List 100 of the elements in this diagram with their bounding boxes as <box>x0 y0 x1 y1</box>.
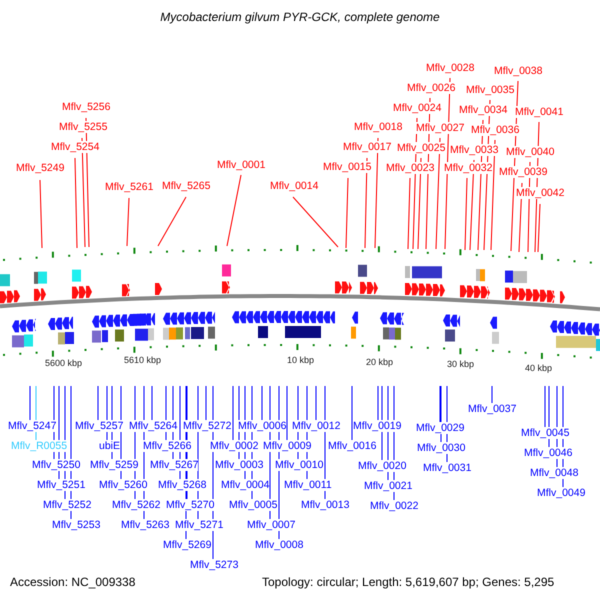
gene-label: Mflv_0004 <box>221 479 270 491</box>
gene-label: Mflv_0045 <box>521 427 570 439</box>
leader-line <box>292 196 338 248</box>
leader-line <box>538 204 540 252</box>
gene-label: Mflv_5253 <box>52 519 100 531</box>
gene-label: Mflv_0011 <box>284 479 332 491</box>
leader-line <box>82 138 86 248</box>
gene-label: Mflv_5256 <box>62 101 110 113</box>
scale-label: 10 kbp <box>287 354 314 366</box>
gene-label: Mflv_5263 <box>121 519 170 531</box>
gene-label: Mflv_0028 <box>426 62 474 74</box>
gene-label: Mflv_0003 <box>215 459 264 471</box>
leader-line <box>470 160 474 250</box>
gene-label: Mflv_R0055 <box>11 440 68 452</box>
gene-label: Mflv_5255 <box>59 121 108 133</box>
gene-label: Mflv_5267 <box>150 459 198 471</box>
gene-label: Mflv_0023 <box>386 162 434 174</box>
scale-label: 40 kbp <box>525 362 552 374</box>
gene-label: Mflv_0008 <box>255 539 304 551</box>
gene-label: Mflv_0046 <box>524 447 572 459</box>
gene-label: Mflv_5272 <box>183 420 232 432</box>
leader-line <box>374 138 378 248</box>
gene-label: Mflv_5271 <box>175 519 224 531</box>
gene-label: Mflv_0022 <box>370 500 418 512</box>
gene-label: Mflv_0026 <box>407 82 456 94</box>
gene-label: Mflv_0006 <box>238 420 286 432</box>
leader-line <box>286 386 288 440</box>
gene-label: Mflv_5254 <box>51 141 100 153</box>
gene-label: Mflv_0040 <box>506 146 554 158</box>
gene-label: Mflv_0025 <box>397 142 446 154</box>
gene-label: Mflv_5247 <box>8 420 56 432</box>
gene-label: Mflv_0009 <box>263 440 312 452</box>
leader-line <box>408 178 410 250</box>
leader-line <box>126 198 130 246</box>
gene-label: ubiE <box>99 440 120 452</box>
gene-label: Mflv_0033 <box>450 144 498 156</box>
scale-label: 30 kbp <box>447 358 474 370</box>
gene-label: Mflv_5265 <box>162 180 210 192</box>
gene-label: Mflv_5270 <box>166 499 214 511</box>
gene-label: Mflv_5273 <box>190 559 238 571</box>
gene-label: Mflv_0024 <box>393 102 442 114</box>
gene-label: Mflv_0027 <box>416 122 464 134</box>
gene-label: Mflv_5260 <box>99 479 148 491</box>
leader-line <box>232 386 234 440</box>
gene-label: Mflv_0020 <box>358 460 406 472</box>
gene-label: Mflv_0002 <box>210 440 258 452</box>
gene-label: Mflv_0014 <box>270 180 318 192</box>
gene-label: Mflv_0012 <box>292 420 340 432</box>
gene-label: Mflv_0038 <box>494 65 542 77</box>
gene-label: Mflv_0042 <box>516 187 564 199</box>
gene-label: Mflv_0037 <box>468 403 516 415</box>
gene-label: Mflv_0017 <box>343 141 392 153</box>
gene-label: Mflv_0049 <box>537 487 586 499</box>
leader-line <box>544 386 546 428</box>
gene-label: Mflv_5261 <box>105 181 154 193</box>
leader-line <box>364 158 368 248</box>
leader-line <box>418 158 422 250</box>
gene-label: Mflv_5251 <box>37 479 86 491</box>
gene-label: Mflv_5269 <box>163 539 212 551</box>
gene-label: Mflv_0015 <box>323 161 372 173</box>
gene-label: Mflv_5268 <box>158 479 206 491</box>
gene-label: Mflv_0021 <box>364 480 412 492</box>
gene-label: Mflv_5249 <box>16 162 64 174</box>
gene-label: Mflv_0013 <box>301 499 350 511</box>
gene-label: Mflv_0019 <box>353 420 402 432</box>
gene-label: Mflv_5257 <box>75 420 124 432</box>
gene-label: Mflv_5266 <box>143 440 192 452</box>
gene-label: Mflv_0048 <box>530 467 578 479</box>
gene-label: Mflv_0041 <box>515 106 564 118</box>
gene-label: Mflv_0036 <box>471 124 520 136</box>
gene-label: Mflv_0007 <box>247 519 296 531</box>
leader-line <box>74 158 78 248</box>
gene-label: Mflv_0005 <box>229 499 278 511</box>
gene-label: Mflv_5259 <box>90 459 138 471</box>
gene-label: Mflv_0039 <box>499 166 548 178</box>
leader-line <box>436 138 440 250</box>
gene-label: Mflv_0016 <box>328 440 376 452</box>
gene-label: Mflv_5252 <box>43 499 92 511</box>
gene-label: Mflv_5250 <box>32 459 80 471</box>
leader-line <box>346 178 348 248</box>
leader-line <box>464 178 468 250</box>
gene-label: Mflv_5262 <box>112 499 160 511</box>
gene-label: Mflv_0035 <box>466 84 514 96</box>
gene-label: Mflv_0030 <box>417 442 466 454</box>
leader-line <box>158 196 186 246</box>
scale-label: 5600 kbp <box>45 357 82 369</box>
scale-label: 20 kbp <box>366 356 394 368</box>
leader-line <box>40 180 42 248</box>
scale-label: 5610 kbp <box>124 354 162 366</box>
leader-line <box>226 174 242 246</box>
accession-text: Accession: NC_009338 <box>10 576 136 588</box>
gene-label: Mflv_0001 <box>217 159 266 171</box>
gene-label: Mflv_0018 <box>354 121 402 133</box>
leader-line <box>490 140 496 250</box>
gene-label: Mflv_0034 <box>459 104 508 116</box>
gene-label: Mflv_0032 <box>444 162 492 174</box>
gene-label: Mflv_0029 <box>416 422 464 434</box>
genome-summary-text: Topology: circular; Length: 5,619,607 bp; Genes: 5,295 <box>262 576 554 588</box>
gene-label: Mflv_0031 <box>423 462 472 474</box>
gene-label: Mflv_5264 <box>129 420 178 432</box>
